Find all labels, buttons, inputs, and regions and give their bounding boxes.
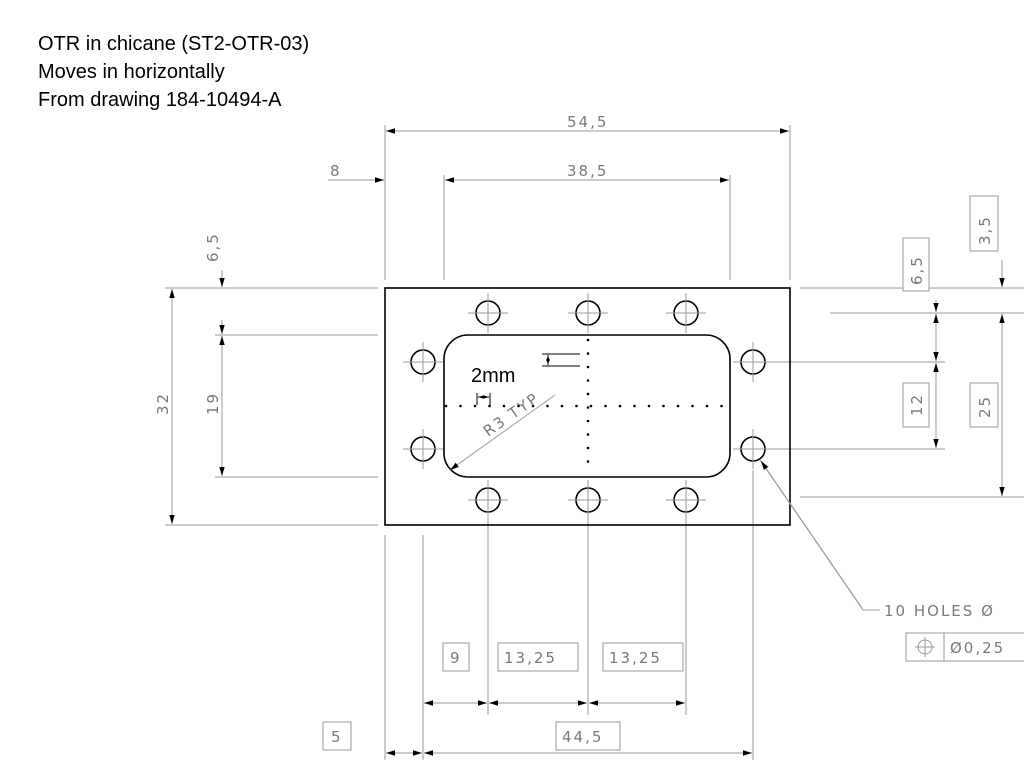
grid-dot: [586, 338, 590, 342]
box-hole-span-h: [555, 721, 621, 751]
grid-dot: [444, 404, 448, 408]
dim-overall-width: 54,5: [567, 113, 608, 131]
hole-left-2: [403, 429, 443, 469]
note-motion: Moves in horizontally: [38, 61, 225, 83]
grid-dot: [473, 404, 477, 408]
dim-right-top-offset: 6,5: [908, 255, 926, 285]
grid-dot: [586, 419, 590, 423]
grid-dot: [586, 352, 590, 355]
dotted-grid: [444, 338, 723, 463]
plate-outline: [384, 287, 791, 526]
grid-dot: [676, 404, 680, 408]
tolerance-value: Ø0,25: [950, 639, 1005, 657]
grid-dot: [647, 404, 651, 408]
grid-dot: [586, 365, 590, 369]
box-hole-pitch-3: [602, 642, 684, 672]
grid-dot: [531, 404, 535, 408]
dim-inner-width: 38,5: [567, 162, 608, 180]
hole-bottom-2: [568, 480, 608, 520]
grid-dot: [459, 404, 462, 408]
dimension-lines: [169, 128, 1005, 756]
grid-dot: [586, 392, 590, 396]
grid-dot: [662, 404, 665, 408]
dim-top-offset: 6,5: [204, 232, 222, 262]
tolerance-box: [943, 632, 1024, 662]
scale-label: 2mm: [471, 365, 515, 387]
flange-plate: [384, 287, 791, 526]
dim-inner-height: 19: [204, 392, 222, 415]
radius-callout: R3 TYP: [449, 389, 556, 471]
grid-dot: [589, 404, 593, 408]
hole-bottom-1: [468, 480, 508, 520]
grid-dot: [586, 446, 590, 450]
grid-dot: [586, 379, 590, 382]
dim-hole-span-v: 25: [976, 395, 994, 418]
grid-dot: [586, 406, 590, 409]
hole-top-1: [468, 293, 508, 333]
hole-top-3: [666, 293, 706, 333]
dim-left-offset: 8: [330, 162, 342, 180]
box-hole-spacing-v: [902, 382, 930, 428]
dim-hole-pitch-2: 13,25: [504, 649, 557, 667]
holes-callout: 10 HOLES Ø Ø0,25: [759, 459, 1024, 662]
dim-hole-span-h: 44,5: [562, 728, 603, 746]
aperture-outline: [443, 334, 731, 478]
box-right-top-step: [969, 195, 999, 252]
grid-dot: [502, 404, 506, 408]
grid-dot: [604, 404, 607, 408]
grid-dot: [691, 404, 694, 408]
box-right-top-offset: [902, 237, 930, 292]
grid-dot: [720, 404, 723, 408]
hole-bottom-3: [666, 480, 706, 520]
mounting-holes: [403, 293, 773, 520]
dim-hole-spacing-v: 12: [908, 393, 926, 416]
box-hole-edge: [322, 721, 352, 751]
grid-dot: [546, 404, 549, 408]
grid-dot: [586, 460, 590, 463]
dimension-labels: 54,5 38,5 8 6,5 32 19 6,5 3,5 12 25 9 13…: [154, 113, 999, 751]
radius-label: R3 TYP: [480, 389, 543, 441]
dim-right-top-step: 3,5: [976, 215, 994, 245]
note-source: From drawing 184-10494-A: [38, 89, 282, 111]
position-tolerance-icon: [915, 637, 935, 657]
box-hole-span-v: [969, 382, 999, 428]
hole-right-1: [733, 342, 773, 382]
grid-dot: [618, 404, 622, 408]
scale-indicator: 2mm: [471, 353, 580, 405]
dim-overall-height: 32: [154, 392, 172, 415]
grid-dot: [586, 433, 590, 436]
holes-note: 10 HOLES Ø: [884, 602, 995, 620]
box-hole-pitch-1: [442, 642, 470, 672]
box-hole-pitch-2: [497, 642, 579, 672]
grid-dot: [633, 404, 636, 408]
grid-dot: [517, 404, 520, 408]
note-title: OTR in chicane (ST2-OTR-03): [38, 33, 310, 55]
hole-right-2: [733, 429, 773, 469]
grid-dot: [488, 404, 491, 408]
drawing-notes: OTR in chicane (ST2-OTR-03) Moves in hor…: [38, 30, 309, 114]
hole-top-2: [568, 293, 608, 333]
dim-hole-edge: 5: [331, 728, 343, 746]
extension-lines: [165, 125, 1024, 760]
grid-dot: [560, 404, 564, 408]
grid-dot: [575, 404, 578, 408]
dim-hole-pitch-1: 9: [450, 649, 462, 667]
dim-hole-pitch-3: 13,25: [609, 649, 662, 667]
hole-left-1: [403, 342, 443, 382]
grid-dot: [705, 404, 709, 408]
